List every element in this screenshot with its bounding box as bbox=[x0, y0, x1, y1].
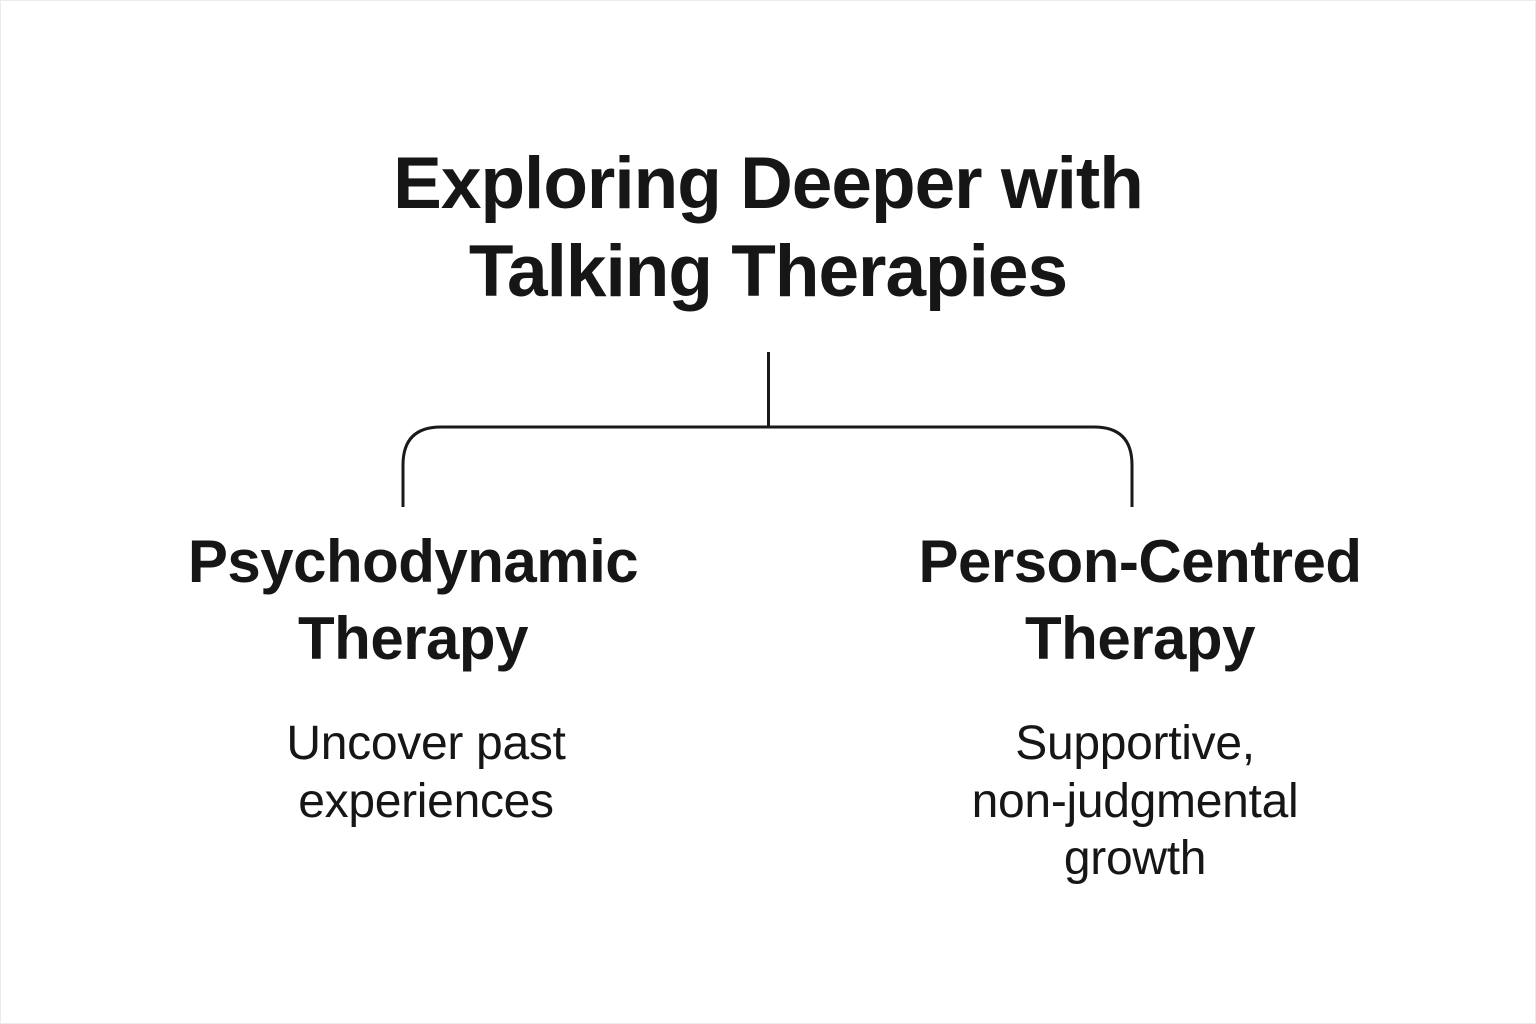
node-description-line: growth bbox=[1063, 832, 1207, 886]
node-heading-line: Person-Centred bbox=[918, 528, 1362, 595]
node-description-line: Supportive, bbox=[1015, 717, 1255, 770]
node-heading-person-centred-therapy: Person-Centred Therapy bbox=[900, 524, 1380, 678]
node-heading-line: Therapy bbox=[298, 604, 528, 672]
connector-bracket-path bbox=[401, 425, 1134, 507]
diagram-title-line-1: Exploring Deeper with bbox=[393, 143, 1144, 224]
node-description-person-centred-therapy: Supportive, non-judgmental growth bbox=[895, 715, 1375, 888]
node-description-line: Uncover past bbox=[286, 717, 566, 770]
node-description-line: non-judgmental bbox=[971, 774, 1299, 828]
node-description-psychodynamic-therapy: Uncover past experiences bbox=[186, 715, 666, 830]
diagram-title-line-2: Talking Therapies bbox=[468, 231, 1068, 313]
node-heading-line: Psychodynamic bbox=[187, 528, 639, 595]
node-heading-psychodynamic-therapy: Psychodynamic Therapy bbox=[173, 524, 653, 678]
diagram-title: Exploring Deeper with Talking Therapies bbox=[0, 140, 1536, 317]
node-description-line: experiences bbox=[298, 774, 554, 828]
node-heading-line: Therapy bbox=[1025, 604, 1255, 672]
